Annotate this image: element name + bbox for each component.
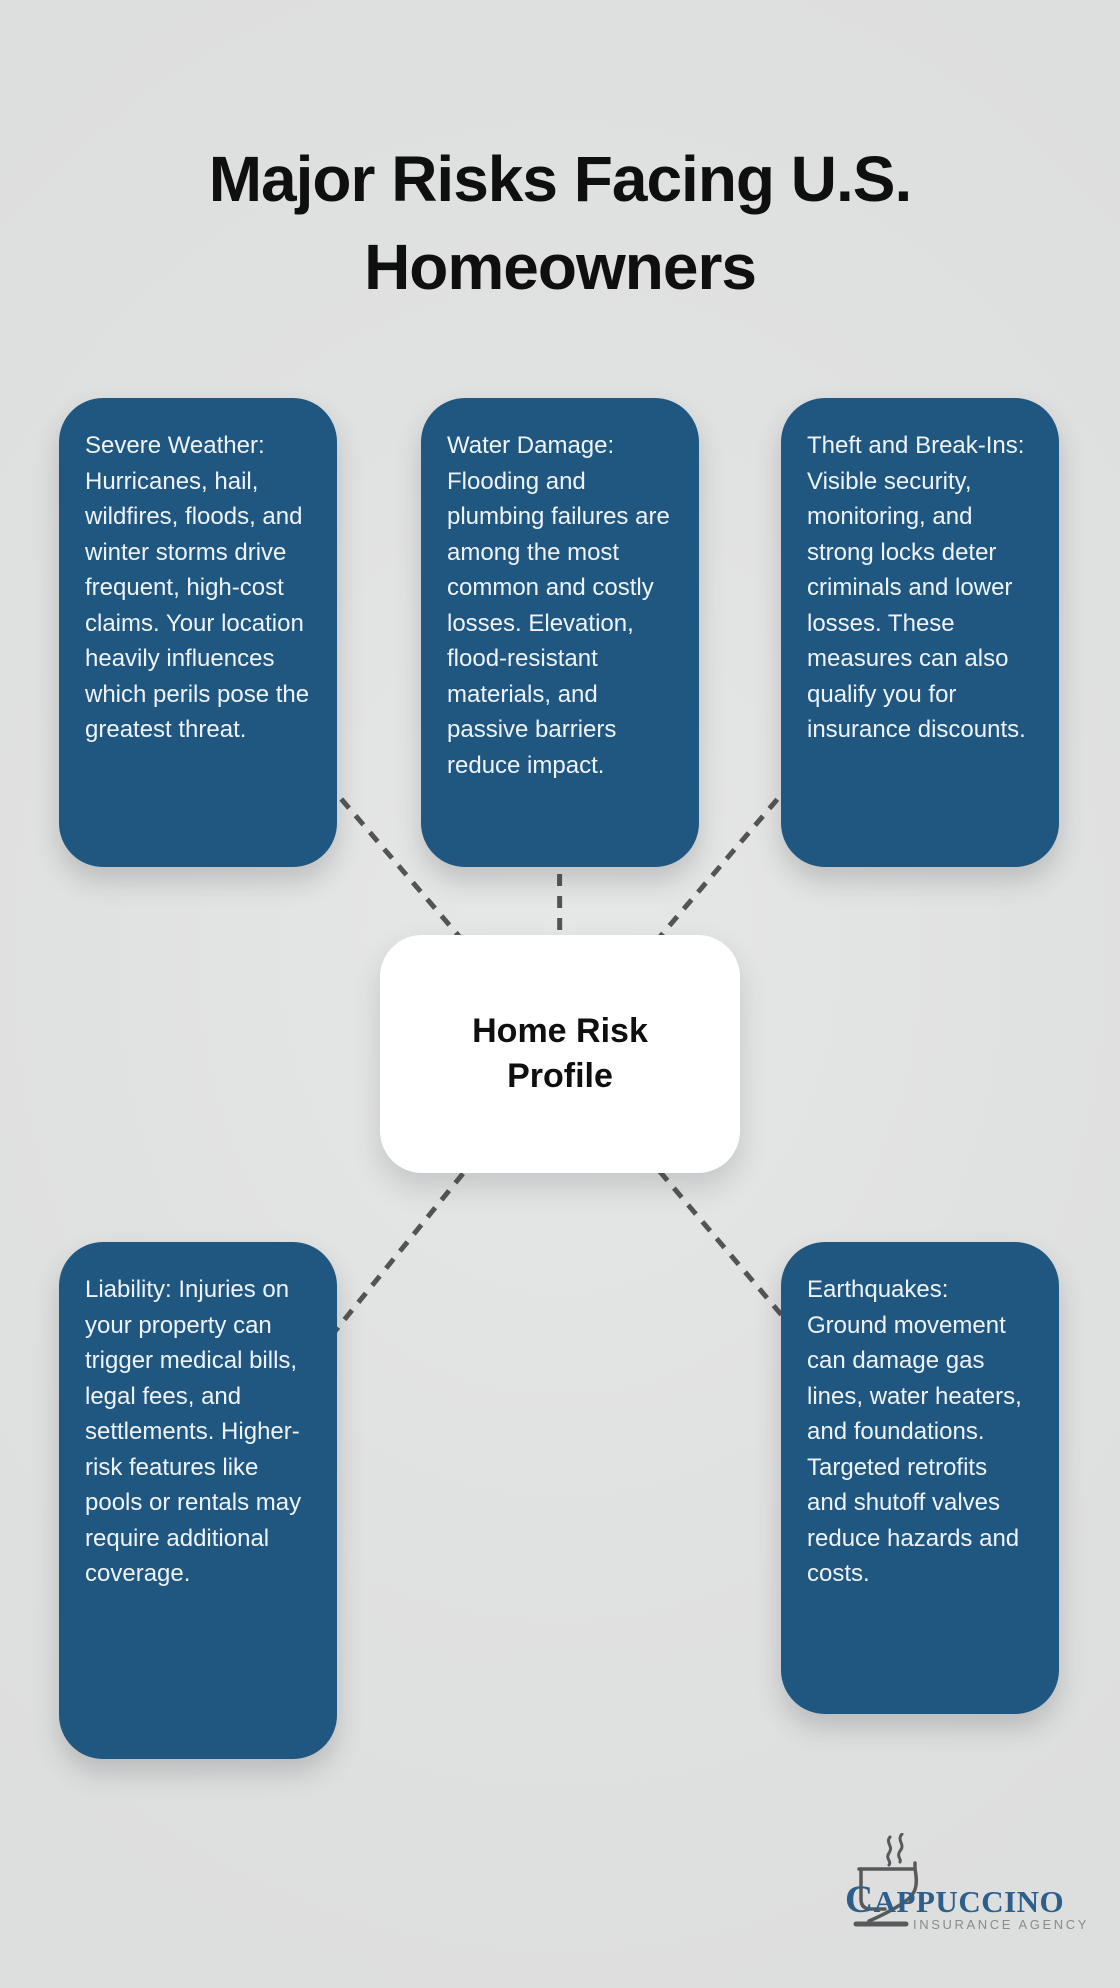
risk-card-severe-weather: Severe Weather: Hurricanes, hail, wildfi… <box>59 398 337 867</box>
risk-card-text: Theft and Break-Ins: Visible security, m… <box>807 432 1026 743</box>
center-node-home-risk-profile: Home Risk Profile <box>380 935 740 1173</box>
risk-card-text: Liability: Injuries on your property can… <box>85 1276 302 1587</box>
risk-card-theft-break-ins: Theft and Break-Ins: Visible security, m… <box>781 398 1059 867</box>
brand-logo: CAPPUCCINO INSURANCE AGENCY <box>843 1833 1086 1943</box>
risk-card-text: Severe Weather: Hurricanes, hail, wildfi… <box>85 432 310 743</box>
page-title: Major Risks Facing U.S. Homeowners <box>208 142 913 303</box>
brand-logo-tagline: INSURANCE AGENCY <box>913 1917 1089 1932</box>
risk-card-text: Water Damage: Flooding and plumbing fail… <box>447 432 670 779</box>
brand-logo-name: CAPPUCCINO <box>845 1878 1065 1921</box>
center-node-label: Home Risk Profile <box>472 1012 648 1095</box>
coffee-cup-icon <box>853 1833 919 1927</box>
risk-card-water-damage: Water Damage: Flooding and plumbing fail… <box>421 398 699 867</box>
risk-card-text: Earthquakes: Ground movement can damage … <box>807 1276 1022 1587</box>
risk-card-earthquakes: Earthquakes: Ground movement can damage … <box>781 1242 1059 1714</box>
risk-card-liability: Liability: Injuries on your property can… <box>59 1242 337 1759</box>
